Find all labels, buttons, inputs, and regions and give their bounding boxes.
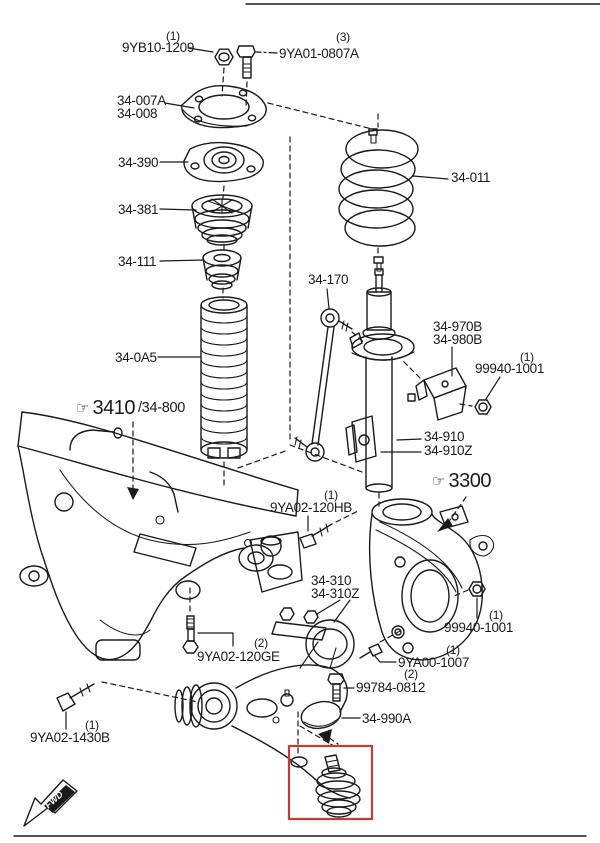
bearing-34-381-art: [191, 194, 253, 253]
cover-34-990A-art: [299, 700, 342, 747]
page-border: [13, 3, 600, 837]
arm-bushing-art: [271, 607, 355, 669]
fwd-arrow: FWD: [23, 779, 78, 827]
pointing-hand-icon: ☞: [76, 398, 90, 417]
label-9YB10-1209: 9YB10-1209: [122, 40, 195, 55]
label-34-310: 34-310: [311, 573, 352, 588]
bolt-9YA02-120HB-art: [299, 509, 361, 549]
assembly-dashed-lines: [237, 102, 381, 473]
bolt-9YA00-1007-art: [359, 630, 401, 659]
plate-34-007A-art: [181, 85, 267, 129]
label-34-111: 34-111: [118, 254, 157, 269]
qty-99940-1001-lower: (1): [489, 608, 503, 622]
qty-99784-0812: (2): [404, 667, 418, 681]
ref-3410-text: 3410: [92, 397, 135, 419]
label-9YA02-120GE: 9YA02-120GE: [197, 649, 280, 664]
label-34-170: 34-170: [308, 272, 349, 287]
nut-9YB10-1209-art: [214, 48, 234, 97]
nut-99940-1001-lower-art: [468, 581, 486, 597]
ball-joint-art: [315, 754, 361, 818]
nut-99940-1001-upper-art: [474, 399, 492, 415]
label-34-310Z: 34-310Z: [311, 586, 360, 601]
label-9YA02-120HB: 9YA02-120HB: [270, 500, 353, 515]
label-34-970B: 34-970B: [433, 319, 482, 334]
strut-34-910-art: [345, 268, 415, 507]
mount-34-390-art: [183, 141, 264, 199]
label-9YA02-1430B: 9YA02-1430B: [30, 730, 110, 745]
label-34-980B: 34-980B: [433, 332, 482, 347]
ref-3300-text: 3300: [448, 470, 491, 492]
bolt-9YA01-0807A-art: [236, 45, 256, 109]
label-34-007A: 34-007A: [117, 93, 166, 108]
leader-lines: [65, 47, 501, 730]
label-9YA00-1007: 9YA00-1007: [398, 655, 470, 670]
qty-9YA00-1007: (1): [446, 643, 460, 657]
qty-9YB10-1209: (1): [166, 29, 180, 43]
stablink-34-170-art: [294, 308, 367, 462]
subframe-3410-art: [17, 411, 303, 661]
bracket-34-970B-art: [401, 359, 473, 421]
pointing-hand-icon: ☞: [432, 471, 446, 490]
label-99940-1001-upper: 99940-1001: [475, 361, 545, 376]
label-34-910Z: 34-910Z: [424, 443, 473, 458]
ref-3300: ☞ 3300: [432, 471, 491, 491]
label-9YA01-0807A: 9YA01-0807A: [279, 46, 359, 61]
ref-34-800-text: /34-800: [137, 399, 186, 416]
label-34-910: 34-910: [424, 429, 465, 444]
qty-9YA01-0807A: (3): [336, 30, 350, 44]
label-34-008: 34-008: [117, 106, 158, 121]
bumpstop-34-111-art: [202, 249, 242, 299]
highlight-red-box: [287, 744, 374, 821]
label-34-990A: 34-990A: [362, 711, 411, 726]
ref-3410-34-800: ☞ 3410/34-800: [76, 398, 185, 418]
spring-34-011-art: [338, 113, 419, 272]
label-99784-0812: 99784-0812: [356, 680, 426, 695]
label-34-011: 34-011: [451, 170, 491, 185]
qty-9YA02-120GE: (2): [254, 636, 268, 650]
bolt-99784-0812-art: [327, 673, 345, 702]
boot-34-0A5-art: [200, 296, 248, 486]
knuckle-3300-art: [368, 498, 495, 661]
label-34-390: 34-390: [118, 155, 159, 170]
qty-99940-1001-upper: (1): [520, 350, 534, 364]
label-34-381: 34-381: [118, 202, 159, 217]
label-34-0A5: 34-0A5: [115, 350, 157, 365]
bolt-9YA02-120GE-art: [182, 615, 199, 654]
qty-9YA02-120HB: (1): [324, 488, 338, 502]
bolt-9YA02-1430B-art: [56, 681, 199, 712]
qty-9YA02-1430B: (1): [85, 718, 99, 732]
label-99940-1001-lower: 99940-1001: [444, 620, 514, 635]
